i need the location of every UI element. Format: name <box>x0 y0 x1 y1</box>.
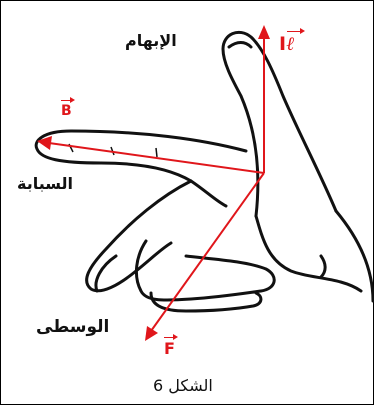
current-vector-overarrow <box>287 28 305 34</box>
thumb-outline <box>221 30 338 218</box>
field-vector-line <box>48 142 265 174</box>
index-finger-outline <box>34 129 248 208</box>
hand-back-outline <box>334 209 374 303</box>
thumb-crease <box>227 41 253 49</box>
knuckle-line <box>319 254 327 279</box>
force-vector-text: F <box>164 339 175 358</box>
force-vector-arrowhead <box>145 326 158 341</box>
field-vector-arrowhead <box>37 136 52 150</box>
field-vector-text: B <box>61 103 72 119</box>
thumb-label: الإبهام <box>125 31 177 50</box>
force-vector-overarrow <box>164 334 178 340</box>
palm-crease <box>94 254 118 293</box>
curled-fingers-outline-2 <box>149 291 263 313</box>
middle-finger-outline <box>85 179 193 293</box>
current-vector-label: Iℓ <box>279 28 305 55</box>
curled-fingers-outline <box>134 239 276 302</box>
current-vector-arrowhead <box>258 25 270 39</box>
index-ticks <box>68 143 158 158</box>
middle-label: الوسطى <box>36 317 110 337</box>
current-vector-prefix: I <box>279 33 287 55</box>
force-vector-label: F <box>164 334 178 358</box>
field-vector-overarrow <box>61 97 75 103</box>
palm-outline <box>254 214 363 293</box>
figure-caption: الشكل 6 <box>153 376 213 395</box>
index-label: السبابة <box>17 174 74 193</box>
current-vector-suffix: ℓ <box>286 33 294 55</box>
field-vector-label: B <box>61 97 75 119</box>
force-vector-line <box>150 172 265 332</box>
